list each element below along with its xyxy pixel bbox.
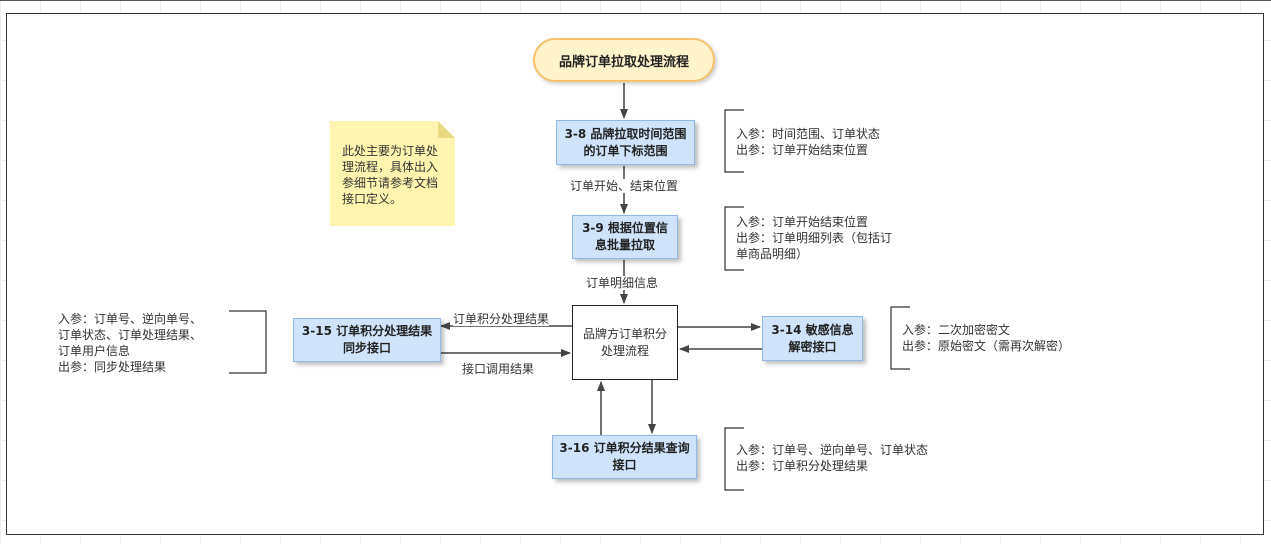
bracket-3-14 <box>890 306 910 370</box>
annotation-3-8: 入参：时间范围、订单状态 出参：订单开始结束位置 <box>736 127 881 157</box>
process-3-15: 3-15 订单积分处理结果同步接口 <box>293 318 441 362</box>
bracket-3-9 <box>724 206 744 271</box>
annotation-3-14: 入参：二次加密密文 出参：原始密文（需再次解密） <box>902 323 1071 353</box>
note-sticky: 此处主要为订单处理流程，具体出入参细节请参考文档接口定义。 <box>330 121 455 226</box>
edge-label-call-result: 接口调用结果 <box>462 362 535 376</box>
flow-title: 品牌订单拉取处理流程 <box>533 38 715 82</box>
edge-label-points-result: 订单积分处理结果 <box>453 312 550 326</box>
process-center: 品牌方订单积分处理流程 <box>572 305 678 380</box>
process-3-16: 3-16 订单积分结果查询接口 <box>552 435 697 479</box>
process-3-8: 3-8 品牌拉取时间范围的订单下标范围 <box>556 120 695 165</box>
process-3-9: 3-9 根据位置信息批量拉取 <box>572 215 678 259</box>
top-border-line <box>0 0 1271 5</box>
bracket-3-8 <box>724 109 744 173</box>
annotation-3-15: 入参：订单号、逆向单号、 订单状态、订单处理结果、 订单用户信息 出参：同步处理… <box>58 312 203 374</box>
annotation-3-16: 入参：订单号、逆向单号、订单状态 出参：订单积分处理结果 <box>736 443 929 473</box>
bracket-3-15 <box>229 310 267 374</box>
bracket-3-16 <box>724 427 744 491</box>
edge-label-order-detail: 订单明细信息 <box>586 276 659 290</box>
annotation-3-9: 入参：订单开始结束位置 出参：订单明细列表（包括订 单商品明细） <box>736 215 893 261</box>
process-3-14: 3-14 敏感信息解密接口 <box>762 316 863 361</box>
edge-label-order-position: 订单开始、结束位置 <box>570 179 679 193</box>
